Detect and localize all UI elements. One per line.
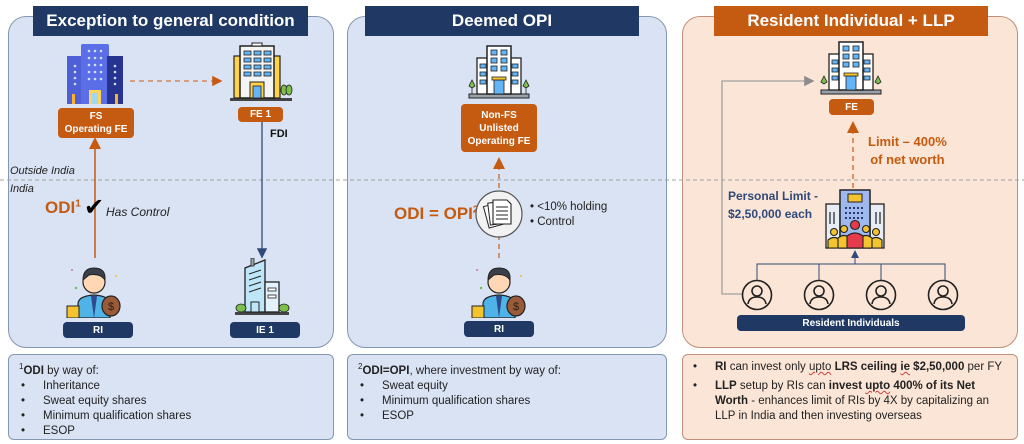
odi-label: ODI1 — [45, 198, 81, 218]
fe1-building-icon — [230, 42, 293, 101]
bold-text: $2,50,000 — [909, 361, 965, 373]
india-label: India — [10, 183, 34, 195]
bold-text: RI — [715, 361, 727, 373]
resident-individual-icon — [741, 279, 773, 311]
panel2-footnote-list: Sweat equity Minimum qualification share… — [358, 379, 656, 424]
personal-line1: Personal Limit - — [728, 189, 819, 203]
fe-tag-line2: Unlisted — [479, 122, 519, 134]
footnote-marker: 2 — [358, 362, 363, 371]
ie1-tag: IE 1 — [230, 322, 300, 338]
list-item: ESOP — [19, 424, 323, 439]
individual-to-fe-arrow — [721, 75, 815, 295]
list-item: Minimum qualification shares — [19, 409, 323, 424]
footnote-marker: 1 — [19, 362, 24, 371]
odi-opi-footnote-marker: 2 — [472, 204, 479, 216]
text: upto — [808, 361, 832, 373]
individuals-tree — [756, 263, 946, 280]
footnote-rest: by way of: — [43, 364, 99, 377]
resident-individual-icon: $ — [471, 267, 526, 318]
resident-individual-icon: $ — [66, 267, 121, 318]
conditions-list: • <10% holding • Control — [530, 200, 607, 230]
odi-opi-text: ODI = OPI — [394, 204, 473, 223]
check-icon: ✔ — [84, 194, 105, 221]
fdi-label: FDI — [270, 128, 288, 140]
resident-individual-icon — [865, 279, 897, 311]
text: setup by RIs can — [736, 380, 829, 392]
panel1-footnote-list: Inheritance Sweat equity shares Minimum … — [19, 379, 323, 439]
list-item: RI can invest only upto LRS ceiling ie $… — [691, 360, 1009, 375]
list-item: Sweat equity — [358, 379, 656, 394]
list-item: LLP setup by RIs can invest upto 400% of… — [691, 379, 1009, 424]
resident-individuals-tag: Resident Individuals — [737, 315, 965, 331]
ri-tag: RI — [63, 322, 133, 338]
list-item: Sweat equity shares — [19, 394, 323, 409]
footnote-bold: ODI=OPI — [362, 364, 410, 377]
panel2-footnote: 2ODI=OPI, where investment by way of: Sw… — [347, 354, 667, 440]
outside-india-label: Outside India — [10, 165, 75, 177]
non-fs-operating-fe-tag: Non-FS Unlisted Operating FE — [461, 104, 537, 152]
footnote-bold: ODI — [23, 364, 44, 377]
personal-line2: $2,50,000 each — [728, 207, 813, 221]
bold-text: LRS ceiling — [834, 361, 901, 373]
fe1-tag: FE 1 — [238, 107, 283, 122]
documents-icon — [475, 190, 523, 238]
condition-text: <10% holding — [537, 201, 608, 213]
list-item: ESOP — [358, 409, 656, 424]
resident-individual-icon — [803, 279, 835, 311]
panel2-title: Deemed OPI — [365, 6, 639, 36]
fs-tag-line2: Operating FE — [64, 124, 128, 135]
fs-operating-fe-tag: FS Operating FE — [58, 108, 134, 138]
has-control-label: Has Control — [106, 205, 170, 219]
fs-building-icon — [67, 44, 123, 104]
bold-text: 400% of its Net Worth — [715, 380, 976, 407]
panel1-footnote: 1ODI by way of: Inheritance Sweat equity… — [8, 354, 334, 440]
condition-item: • <10% holding — [530, 201, 608, 213]
ri-tag: RI — [464, 321, 534, 337]
fe-building-icon — [820, 41, 882, 95]
text: per FY — [964, 361, 1003, 373]
odi-opi-label: ODI = OPI2 — [394, 204, 478, 224]
svg-text:$: $ — [513, 301, 519, 313]
list-item: Inheritance — [19, 379, 323, 394]
text: - enhances limit of RIs by 4X by capital… — [715, 395, 989, 422]
footnote-rest: , where investment by way of: — [409, 364, 561, 377]
condition-item: • Control — [530, 216, 575, 228]
resident-individual-icon — [927, 279, 959, 311]
panel3-title: Resident Individual + LLP — [714, 6, 988, 36]
limit-line2: of net worth — [870, 152, 945, 167]
non-fs-fe-building-icon — [468, 45, 530, 99]
ie1-building-icon — [235, 258, 290, 315]
bold-text: invest — [828, 380, 866, 392]
bold-text: ie — [900, 361, 910, 373]
panel1-footnote-heading: 1ODI by way of: — [19, 359, 323, 379]
fe-tag-line3: Operating FE — [467, 135, 531, 147]
limit-line1: Limit – 400% — [868, 134, 947, 149]
fe-tag-line1: Non-FS — [481, 109, 517, 121]
llp-group-icon — [825, 189, 885, 249]
bold-text: LLP — [715, 380, 737, 392]
condition-text: Control — [537, 216, 575, 228]
list-item: Minimum qualification shares — [358, 394, 656, 409]
fe-tag: FE — [829, 99, 874, 115]
panel3-footnote-list: RI can invest only upto LRS ceiling ie $… — [691, 360, 1009, 424]
panel3-footnote: RI can invest only upto LRS ceiling ie $… — [682, 354, 1018, 440]
personal-limit-label: Personal Limit - $2,50,000 each — [728, 187, 818, 223]
svg-text:$: $ — [108, 301, 114, 313]
panel2-footnote-heading: 2ODI=OPI, where investment by way of: — [358, 359, 656, 379]
fs-tag-line1: FS — [89, 111, 103, 122]
bold-text: upto — [865, 380, 891, 392]
text: can invest only — [726, 361, 809, 373]
limit-label: Limit – 400% of net worth — [868, 133, 947, 169]
panel1-title: Exception to general condition — [33, 6, 308, 36]
odi-footnote-marker: 1 — [75, 198, 81, 210]
odi-text: ODI — [45, 198, 76, 217]
